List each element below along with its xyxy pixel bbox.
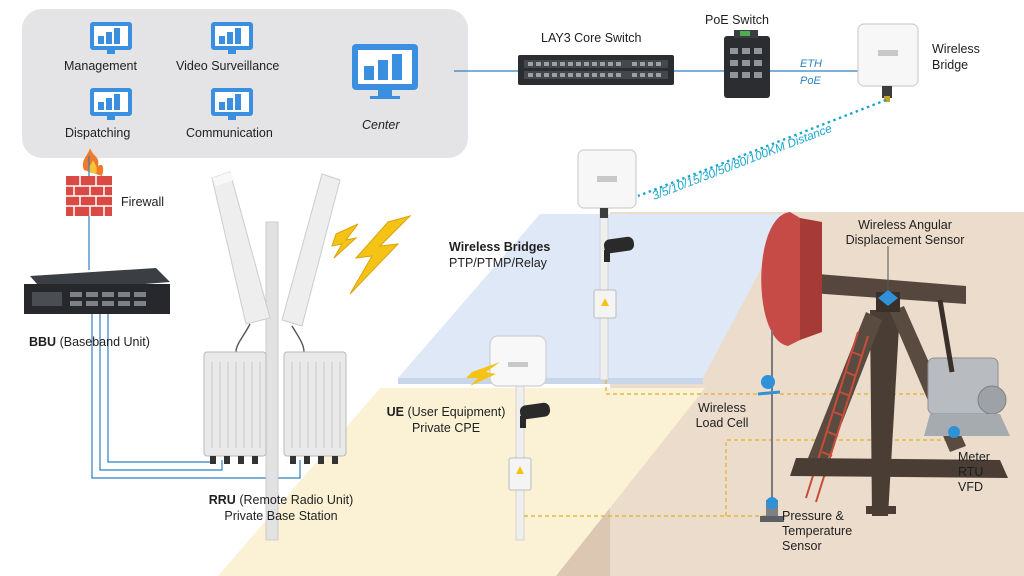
bbu-to-rru-right-link [91, 314, 301, 479]
wireless-bridge-label-line2: Bridge [932, 58, 969, 72]
ue-abbr: UE [386, 405, 404, 419]
bbu-device-icon [24, 268, 170, 314]
ue-lightning-icon [466, 362, 500, 386]
ue-full: (User Equipment) [403, 405, 506, 419]
bbu-to-rru-link-3 [107, 314, 214, 463]
wireless-bridge-device-icon [857, 23, 919, 102]
app-label-video-surveillance: Video Surveillance [176, 59, 280, 73]
pressure-label-line2: Temperature [782, 524, 853, 538]
poe-switch-icon [724, 30, 770, 98]
core-switch-label: LAY3 Core Switch [541, 31, 642, 45]
blue-platform-edge [398, 378, 703, 384]
antenna-cable-right [291, 325, 305, 353]
management-monitor-icon [90, 22, 132, 54]
meter-marker [948, 426, 960, 438]
rru-subtitle: Private Base Station [224, 509, 338, 523]
vfd-label: VFD [958, 480, 983, 494]
rru-unit-right-icon [283, 351, 347, 464]
ue-camera-icon [519, 402, 551, 428]
meter-label: Meter [958, 450, 990, 464]
pressure-sensor-marker [766, 497, 778, 509]
ue-cpe-device-icon [489, 335, 547, 387]
center-monitor-icon [352, 44, 418, 99]
wireless-bridges-title: Wireless Bridges [449, 240, 550, 255]
antenna-cable-left [235, 323, 251, 353]
lightning-bolt-small-icon [331, 223, 359, 259]
platform-to-load-cell-dashed [605, 380, 766, 395]
bbu-full: (Baseband Unit) [56, 335, 150, 349]
rru-abbr: RRU [208, 493, 236, 507]
center-label: Center [362, 118, 400, 132]
wireless-bridge-label-line1: Wireless [932, 42, 980, 56]
ue-subtitle: Private CPE [411, 421, 481, 435]
rtu-label: RTU [958, 465, 984, 479]
ue-junction-box-icon [508, 457, 532, 491]
load-cell-marker [757, 375, 781, 396]
load-cell-label-line1: Wireless [698, 401, 746, 415]
poe-label: PoE [800, 75, 821, 87]
ue-label: UE (User Equipment) [366, 405, 526, 420]
pressure-label-line3: Sensor [782, 539, 822, 553]
load-cell-label-line2: Load Cell [695, 416, 749, 430]
platform-camera-icon [603, 236, 635, 262]
firewall-icon [66, 148, 112, 216]
pumpjack-icon [760, 212, 1010, 522]
app-label-communication: Communication [186, 126, 273, 140]
wireless-bridges-modes: PTP/PTMP/Relay [449, 256, 547, 270]
platform-wireless-bridge-icon [577, 149, 637, 218]
firewall-label: Firewall [121, 195, 165, 209]
platform-junction-box-icon [593, 289, 617, 319]
sector-antenna-right-icon [281, 173, 341, 327]
poe-switch-label: PoE Switch [705, 13, 769, 27]
wireless-bridges-title-text: Wireless Bridges [449, 240, 551, 254]
distance-label: 3/5/10/15/30/50/80/100KM Distance [650, 121, 834, 203]
dispatching-monitor-icon [90, 88, 132, 120]
core-switch-icon [518, 55, 674, 85]
rru-unit-left-icon [203, 351, 267, 464]
angular-sensor-label-line1: Wireless Angular [858, 218, 952, 232]
angular-sensor-marker [878, 246, 898, 306]
rru-full: (Remote Radio Unit) [235, 493, 354, 507]
app-label-dispatching: Dispatching [65, 126, 131, 140]
communication-monitor-icon [211, 88, 253, 120]
lightning-bolt-icon [349, 215, 412, 295]
rru-label: RRU (Remote Radio Unit) [196, 493, 366, 508]
sector-antenna-left-icon [211, 171, 271, 325]
app-label-management: Management [64, 59, 137, 73]
bbu-to-rru-left-link [99, 314, 223, 471]
wireless-distance-link [637, 98, 887, 198]
eth-label: ETH [800, 58, 822, 70]
angular-sensor-label-line2: Displacement Sensor [845, 233, 965, 247]
video-surveillance-monitor-icon [211, 22, 253, 54]
bbu-abbr: BBU [29, 335, 57, 349]
bbu-label: BBU (Baseband Unit) [29, 335, 150, 350]
pressure-label-line1: Pressure & [782, 509, 844, 523]
